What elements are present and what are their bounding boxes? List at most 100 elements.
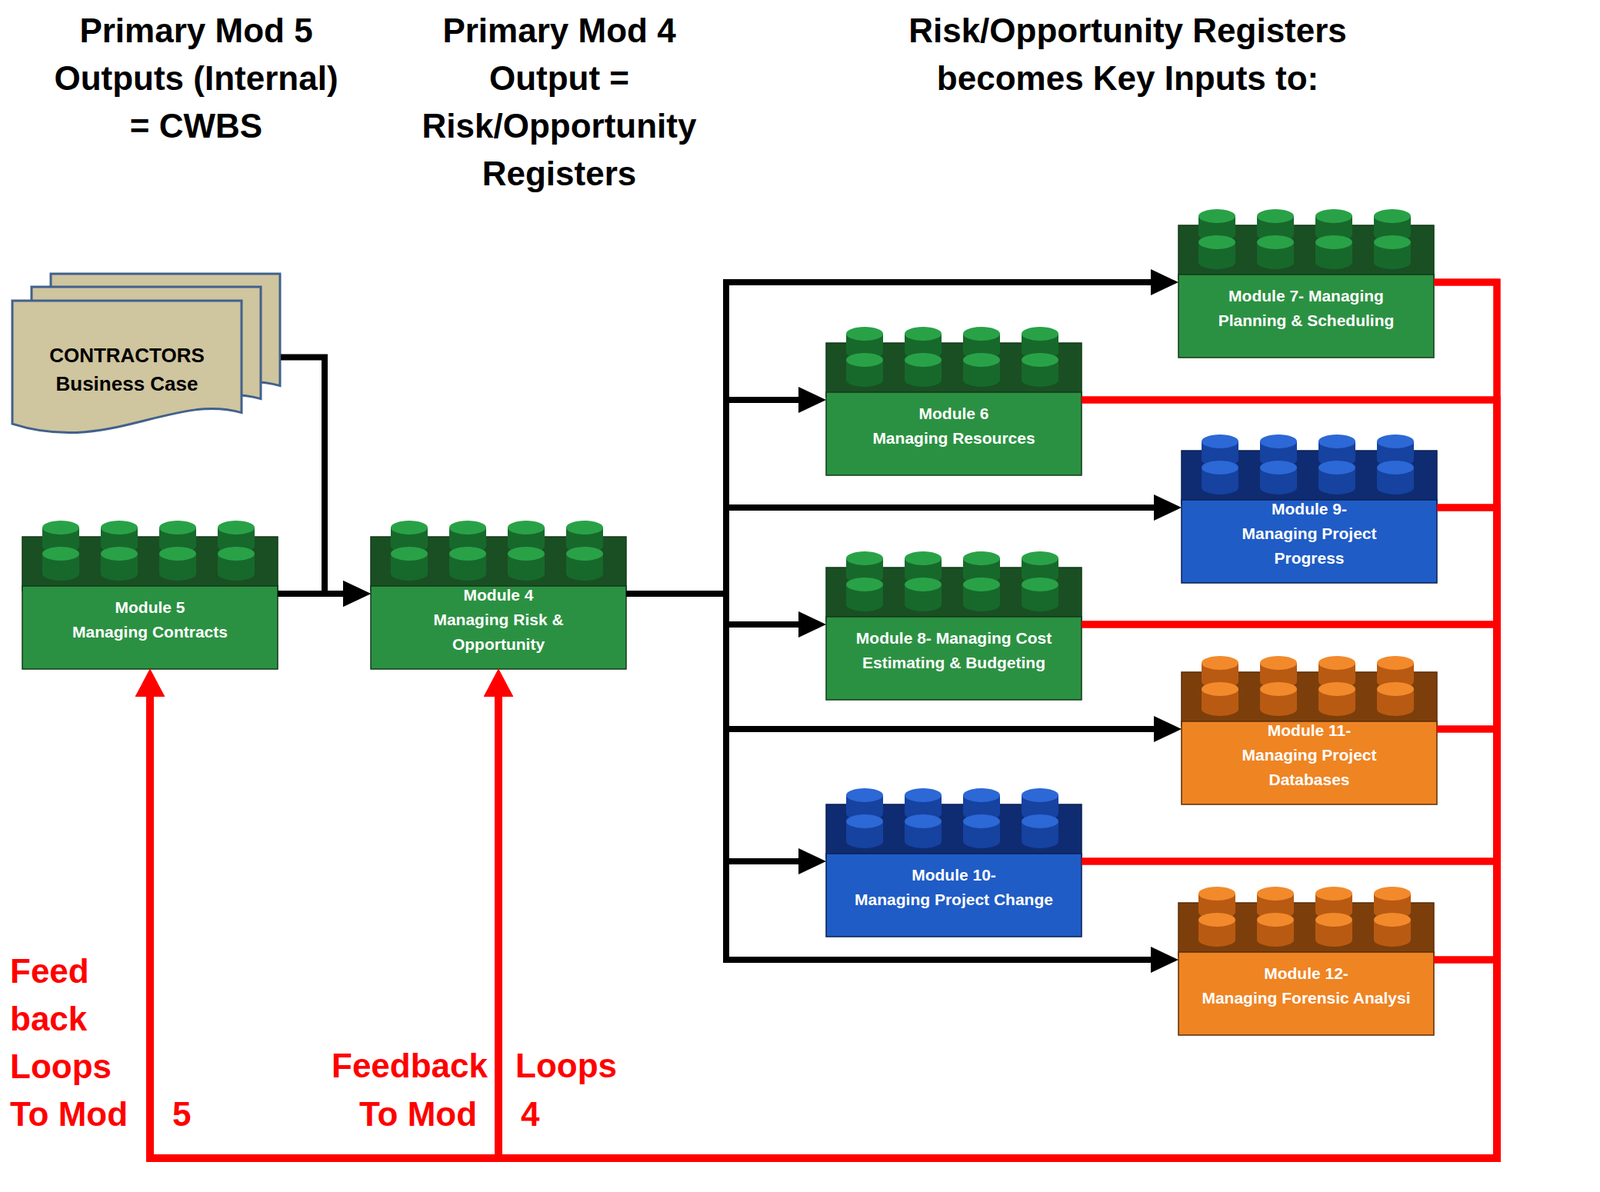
feedback-label: Feedback [331, 1042, 488, 1090]
stud-top [846, 814, 884, 829]
stud-top [846, 788, 884, 803]
stud-top [1376, 460, 1414, 475]
stud-top [1318, 434, 1356, 449]
stud-top [904, 577, 942, 592]
stud-top [449, 546, 487, 561]
node-text: Module 9- Managing Project Progress [1224, 496, 1394, 571]
flow-arrow [280, 357, 344, 595]
stud-top [1315, 913, 1353, 927]
feedback-arrow [150, 400, 1497, 1159]
text-area: Module 10- Managing Project Change [826, 840, 1082, 936]
line-spacer [1224, 496, 1252, 522]
brick-stud [963, 577, 1000, 612]
brick-front-face [826, 616, 1082, 700]
node-text: Module 4 Managing Risk & Opportunity [406, 583, 591, 657]
stud-top [1201, 460, 1239, 475]
stud-top [846, 353, 884, 367]
stud-top [42, 520, 80, 535]
brick-stud [1315, 913, 1353, 947]
brick-stud [963, 814, 1000, 849]
text-area: Module 5 Managing Contracts [22, 572, 278, 668]
line-spacer [838, 401, 900, 427]
line-spacer [406, 583, 445, 608]
brick-outline [826, 324, 1082, 476]
brick-outline [826, 549, 1082, 700]
stud-top [904, 326, 942, 341]
module-brick: Module 5 Managing Contracts [22, 518, 278, 670]
module-brick: Module 12- Managing Forensic Analysi [1178, 884, 1434, 1036]
stud-top [963, 814, 1000, 829]
feedback-label: To Mod [359, 1090, 477, 1139]
node-text: Module 7- Managing Planning & Scheduling [1210, 283, 1403, 334]
line-spacer [1015, 863, 1070, 888]
text-area: Module 12- Managing Forensic Analysi [1178, 938, 1434, 1034]
stud-top [566, 546, 604, 561]
stud-top [846, 577, 884, 592]
line-spacer [1190, 961, 1245, 987]
text-area: Module 6 Managing Resources [826, 378, 1082, 474]
stud-top [42, 546, 80, 561]
stud-top [1021, 814, 1059, 829]
stud-top [1373, 913, 1411, 927]
stud-top [1201, 682, 1239, 697]
stud-top [1021, 353, 1059, 367]
stud-top [1201, 656, 1239, 670]
line-spacer [1367, 961, 1422, 987]
brick-stud [507, 546, 545, 581]
line-spacer [838, 863, 893, 888]
brick-front-face [826, 853, 1082, 937]
brick-stud [100, 546, 138, 581]
feedback-arrow [498, 696, 1497, 1159]
stud-top [904, 814, 942, 829]
stud-top [1021, 788, 1059, 803]
text-area: Module 11- Managing Project Databases [1181, 707, 1437, 804]
document-stack: CONTRACTORS Business Case [12, 273, 281, 441]
text-area: Module 8- Managing Cost Estimating & Bud… [826, 603, 1082, 699]
stud-top [390, 546, 428, 561]
stud-top [449, 520, 487, 535]
stud-top [217, 520, 255, 535]
stud-top [1376, 656, 1414, 670]
header-label: Primary Mod 4 Output = Risk/Opportunity … [409, 6, 710, 198]
flow-arrow [626, 593, 1154, 730]
stud-top [1198, 886, 1236, 901]
stud-top [1201, 434, 1239, 449]
line-spacer [34, 595, 97, 620]
stud-top [1021, 551, 1059, 566]
header-label: Primary Mod 5 Outputs (Internal) = CWBS [46, 6, 346, 150]
line-spacer [1224, 718, 1248, 744]
stud-top [1373, 209, 1411, 224]
document-sheet [12, 300, 242, 434]
feedback-arrow [150, 696, 1497, 1159]
edge-group [150, 282, 1497, 1159]
node-text: Module 12- Managing Forensic Analysi [1190, 961, 1422, 1011]
brick-stud [449, 546, 487, 581]
feedback-arrow [150, 696, 1497, 1159]
brick-stud [1256, 913, 1294, 947]
stud-top [1315, 235, 1353, 250]
flow-arrow [626, 593, 1151, 960]
stud-top [1256, 209, 1294, 224]
brick-stud [1201, 682, 1239, 717]
stud-top [159, 546, 197, 561]
node-text: CONTRACTORS Business Case [38, 341, 216, 399]
stud-top [1376, 682, 1414, 697]
stud-top [1376, 434, 1414, 449]
header-label: Risk/Opportunity Registers becomes Key I… [896, 6, 1359, 103]
module-brick: Module 11- Managing Project Databases [1181, 653, 1437, 805]
feedback-arrow [498, 282, 1497, 1159]
stud-top [846, 326, 884, 341]
stud-top [963, 788, 1000, 803]
stud-top [1260, 682, 1297, 697]
stud-top [963, 326, 1000, 341]
stud-top [963, 353, 1000, 367]
feedback-arrow [498, 624, 1497, 1159]
module-brick: Module 7- Managing Planning & Scheduling [1178, 206, 1434, 358]
feedback-arrow [498, 696, 1497, 1159]
stud-top [1021, 326, 1059, 341]
flow-arrow [626, 593, 799, 862]
stud-top [1318, 460, 1356, 475]
module-brick: Module 9- Managing Project Progress [1181, 432, 1437, 584]
